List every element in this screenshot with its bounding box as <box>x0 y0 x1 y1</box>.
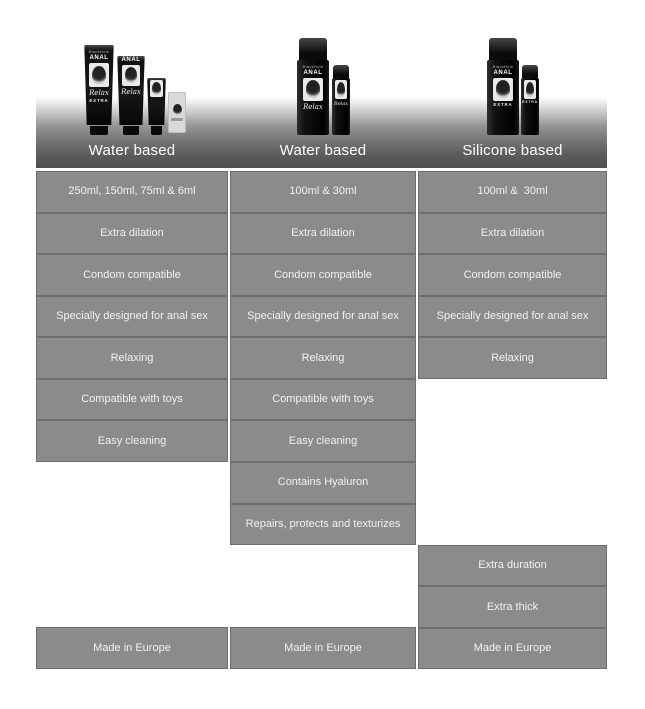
feature-cell-condom-compatible: Condom compatible <box>419 255 606 297</box>
monkey-illustration-label <box>122 65 140 86</box>
product-tube-medium: ANAL Relax <box>117 56 145 135</box>
feature-cell-easy-cleaning: Easy cleaning <box>231 421 415 463</box>
relax-script-text: Relax <box>303 102 323 111</box>
product-name-text: ANAL <box>493 70 513 76</box>
column2-feature-block: 100ml & 30ml Extra dilation Condom compa… <box>230 171 416 545</box>
animal-illustration-icon <box>495 80 511 99</box>
product-name-text: ANAL <box>89 55 109 61</box>
bottle-body: Relax <box>332 78 350 135</box>
wolf-illustration-label <box>302 78 324 101</box>
tube-cap <box>122 126 140 135</box>
bottle-cap <box>522 65 538 78</box>
feature-cell-toys: Compatible with toys <box>231 379 415 422</box>
product-bottle-large-water: BlackHole ANAL Relax <box>297 38 329 135</box>
product-tube-small <box>147 78 166 135</box>
feature-cell-repairs: Repairs, protects and texturizes <box>231 504 415 545</box>
tube-body: ANAL Relax <box>117 56 145 125</box>
sachet-label-strip <box>171 118 183 121</box>
feature-cell-extra-dilation: Extra dilation <box>419 213 606 256</box>
extra-label-text: EXTRA <box>493 101 513 107</box>
feature-cell-condom-compatible: Condom compatible <box>231 255 415 297</box>
relax-script-text: Relax <box>89 89 109 97</box>
monkey-illustration-label <box>150 80 163 97</box>
animal-illustration-icon <box>525 82 535 98</box>
feature-cell-extra-thick: Extra thick <box>419 587 606 629</box>
feature-cell-anal-design: Specially designed for anal sex <box>37 296 227 339</box>
feature-cell-extra-duration: Extra duration <box>419 546 606 588</box>
feature-cell-sizes: 100ml & 30ml <box>419 172 606 214</box>
product-bottle-large-silicone: BlackHole ANAL EXTRA <box>487 38 519 135</box>
bottle-body: BlackHole ANAL Relax <box>297 60 329 135</box>
column-header-water-based-2: Water based <box>279 141 367 159</box>
feature-cell-made-in-europe: Made in Europe <box>37 628 227 668</box>
feature-cell-anal-design: Specially designed for anal sex <box>419 296 606 339</box>
feature-cell-made-in-europe: Made in Europe <box>231 628 415 668</box>
product-bottle-small-water: Relax <box>332 65 350 135</box>
column-header-water-based-1: Water based <box>88 141 176 159</box>
column3-feature-block: 100ml & 30ml Extra dilation Condom compa… <box>418 171 607 379</box>
feature-cell-relaxing: Relaxing <box>231 338 415 380</box>
bottle-body: EXTRA <box>521 78 539 135</box>
animal-illustration-icon <box>152 81 161 96</box>
feature-cell-relaxing: Relaxing <box>419 338 606 378</box>
column1-feature-block: 250ml, 150ml, 75ml & 6ml Extra dilation … <box>36 171 228 462</box>
relax-script-text: Relax <box>333 101 349 108</box>
column3-footer-block: Extra duration Extra thick Made in Europ… <box>418 545 607 669</box>
tube-body: BlackHole ANAL Relax EXTRA <box>84 45 114 125</box>
tube-cap <box>90 126 108 135</box>
feature-cell-anal-design: Specially designed for anal sex <box>231 296 415 339</box>
animal-illustration-icon <box>172 104 182 115</box>
tube-body <box>147 78 166 125</box>
feature-cell-sizes: 100ml & 30ml <box>231 172 415 214</box>
monkey-illustration-label <box>89 63 109 87</box>
product-sachet <box>168 92 186 133</box>
feature-cell-extra-dilation: Extra dilation <box>231 213 415 256</box>
animal-illustration-icon <box>336 82 346 98</box>
relax-script-text: Relax <box>121 87 141 96</box>
stag-illustration-label <box>524 80 536 100</box>
feature-cell-relaxing: Relaxing <box>37 338 227 380</box>
animal-illustration-icon <box>124 67 138 84</box>
wolf-illustration-label <box>335 80 347 100</box>
extra-label-text: EXTRA <box>89 98 109 103</box>
bottle-cap <box>488 38 518 60</box>
feature-cell-hyaluron: Contains Hyaluron <box>231 462 415 505</box>
feature-cell-extra-dilation: Extra dilation <box>37 213 227 256</box>
animal-illustration-icon <box>305 80 321 99</box>
feature-cell-toys: Compatible with toys <box>37 379 227 422</box>
product-tube-large: BlackHole ANAL Relax EXTRA <box>84 45 114 135</box>
tube-cap <box>150 126 162 135</box>
product-name-text: ANAL <box>121 57 141 63</box>
bottle-cap <box>298 38 328 60</box>
feature-cell-condom-compatible: Condom compatible <box>37 255 227 297</box>
stag-illustration-label <box>492 78 514 101</box>
product-bottle-small-silicone: EXTRA <box>521 65 539 135</box>
column1-footer-block: Made in Europe <box>36 627 228 669</box>
feature-cell-sizes: 250ml, 150ml, 75ml & 6ml <box>37 172 227 214</box>
product-name-text: ANAL <box>303 70 323 76</box>
feature-cell-easy-cleaning: Easy cleaning <box>37 421 227 462</box>
column-header-silicone-based: Silicone based <box>462 141 563 159</box>
column2-footer-block: Made in Europe <box>230 627 416 669</box>
bottle-body: BlackHole ANAL EXTRA <box>487 60 519 135</box>
product-brand-text: BlackHole <box>88 49 110 54</box>
product-brand-text: BlackHole <box>492 64 514 69</box>
extra-label-text: EXTRA <box>522 100 538 105</box>
feature-cell-made-in-europe: Made in Europe <box>419 628 606 668</box>
bottle-cap <box>333 65 349 78</box>
product-brand-text: BlackHole <box>302 64 324 69</box>
animal-illustration-icon <box>92 65 106 85</box>
